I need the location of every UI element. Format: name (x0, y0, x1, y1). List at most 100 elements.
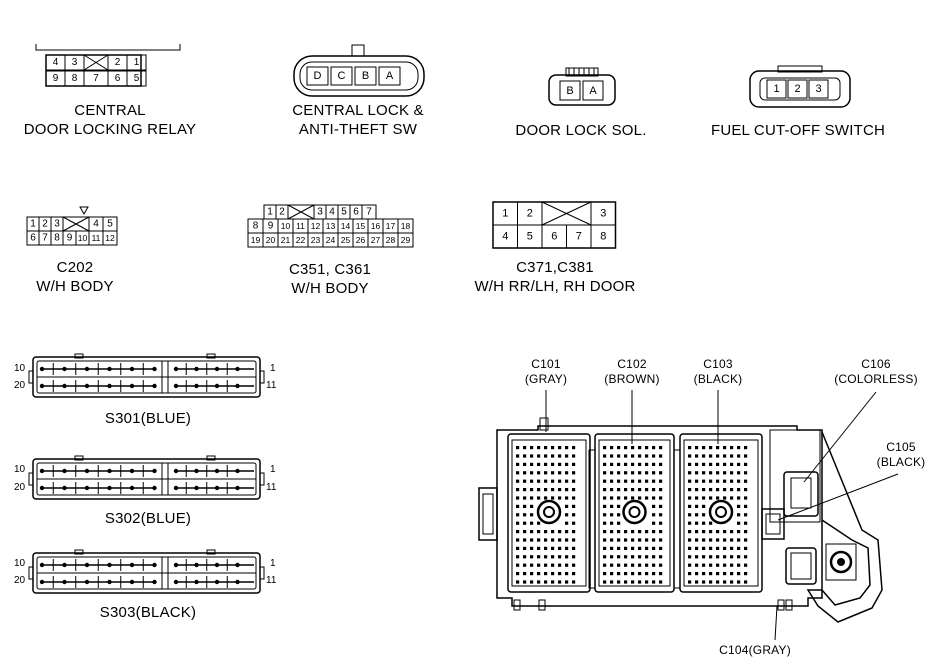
connector-pin (737, 580, 741, 584)
connector-pin (516, 563, 520, 567)
connector-pin (603, 555, 607, 559)
right-panel-frame (769, 429, 821, 523)
connector-pin (645, 471, 649, 475)
connector-pin (659, 479, 663, 483)
c202-cell (102, 230, 118, 246)
connector-pin (688, 563, 692, 567)
connector-pin (716, 563, 720, 567)
connector-pin (652, 521, 656, 525)
connector-pin (544, 471, 548, 475)
s302-pin-bl: 20 (14, 482, 26, 493)
connector-pin (695, 580, 699, 584)
splice-pin-dot (235, 485, 240, 491)
relay-pin: 7 (93, 73, 99, 84)
door-sol-label: DOOR LOCK SOL. (515, 121, 646, 140)
connector-pin (530, 521, 534, 525)
connector-pin (565, 572, 569, 576)
c202-key-marker (79, 206, 89, 216)
connector-pin (702, 538, 706, 542)
connector-pin (523, 471, 527, 475)
connector-pin (645, 496, 649, 500)
connector-pin (695, 555, 699, 559)
connector-pin (516, 504, 520, 508)
connector-pin (688, 521, 692, 525)
lock-switch-inner (299, 61, 419, 91)
connector-pin (610, 563, 614, 567)
c351-pin: 22 (296, 235, 306, 245)
connector-pin (723, 563, 727, 567)
splice-side-lug (259, 566, 265, 580)
c202-pin: 7 (42, 233, 48, 244)
c101-label: C101 (GRAY) (525, 357, 567, 387)
connector-pin (572, 454, 576, 458)
connector-pin (695, 446, 699, 450)
connector-pin (558, 563, 562, 567)
splice-tab (206, 455, 216, 461)
connector-block-inner (683, 439, 759, 587)
junction-box-side-lug-inner (482, 493, 494, 535)
s303-pin-tl: 10 (14, 558, 26, 569)
splice-pin-dot (214, 366, 220, 372)
connector-pin (737, 555, 741, 559)
relay-pin: 5 (134, 73, 140, 84)
fuel-cut-cell (766, 79, 787, 99)
connector-pin (638, 479, 642, 483)
connector-pin (631, 488, 635, 492)
connector-pin (572, 479, 576, 483)
splice-pin-dot (129, 562, 135, 568)
connector-pin (565, 479, 569, 483)
c202-label-line2: W/H BODY (36, 278, 114, 295)
splice-pin-dot (129, 485, 135, 491)
connector-pin (737, 446, 741, 450)
connector-pin (617, 446, 621, 450)
s301-pin-br: 11 (266, 380, 277, 391)
connector-pin (537, 555, 541, 559)
c102-color: (BROWN) (604, 372, 660, 386)
connector-pin (659, 462, 663, 466)
connector-pin (572, 504, 576, 508)
c371-label: C371,C381 W/H RR/LH, RH DOOR (474, 258, 635, 296)
splice-pin-dot (84, 562, 90, 568)
connector-pin (716, 538, 720, 542)
connector-pin (537, 454, 541, 458)
c202-pin: 6 (30, 233, 36, 244)
connector-pin (688, 546, 692, 550)
connector-pin (659, 471, 663, 475)
connector-pin (709, 454, 713, 458)
connector-pin (688, 454, 692, 458)
connector-bolt-hole (543, 506, 555, 518)
lock-switch-latch (351, 44, 365, 57)
connector-pin (565, 563, 569, 567)
grommet-frame (825, 543, 857, 581)
connector-pin (565, 496, 569, 500)
connector-pin (652, 513, 656, 517)
splice-pin-dot (107, 383, 112, 389)
connector-pin (603, 513, 607, 517)
splice-pin-dot (152, 383, 157, 389)
connector-pin (530, 530, 534, 534)
connector-pin (695, 471, 699, 475)
connector-pin (544, 572, 548, 576)
c202-label-line1: C202 (56, 259, 94, 276)
connector-pin (565, 580, 569, 584)
connector-pin (652, 471, 656, 475)
connector-pin (716, 471, 720, 475)
connector-pin (631, 462, 635, 466)
connector-pin (610, 446, 614, 450)
s303-pin-br: 11 (266, 575, 277, 586)
lock-switch-pin: A (386, 70, 394, 82)
connector-pin (572, 521, 576, 525)
relay-label: CENTRAL DOOR LOCKING RELAY (24, 101, 197, 139)
connector-pin (572, 546, 576, 550)
connector-pin (624, 530, 628, 534)
connector-pin (530, 446, 534, 450)
splice-connectors (28, 353, 265, 594)
junction-connector-block-1 (507, 433, 591, 593)
connector-pin (544, 563, 548, 567)
connector-pin (730, 496, 734, 500)
connector-pin (723, 454, 727, 458)
connector-pin (537, 546, 541, 550)
connector-pin (558, 530, 562, 534)
